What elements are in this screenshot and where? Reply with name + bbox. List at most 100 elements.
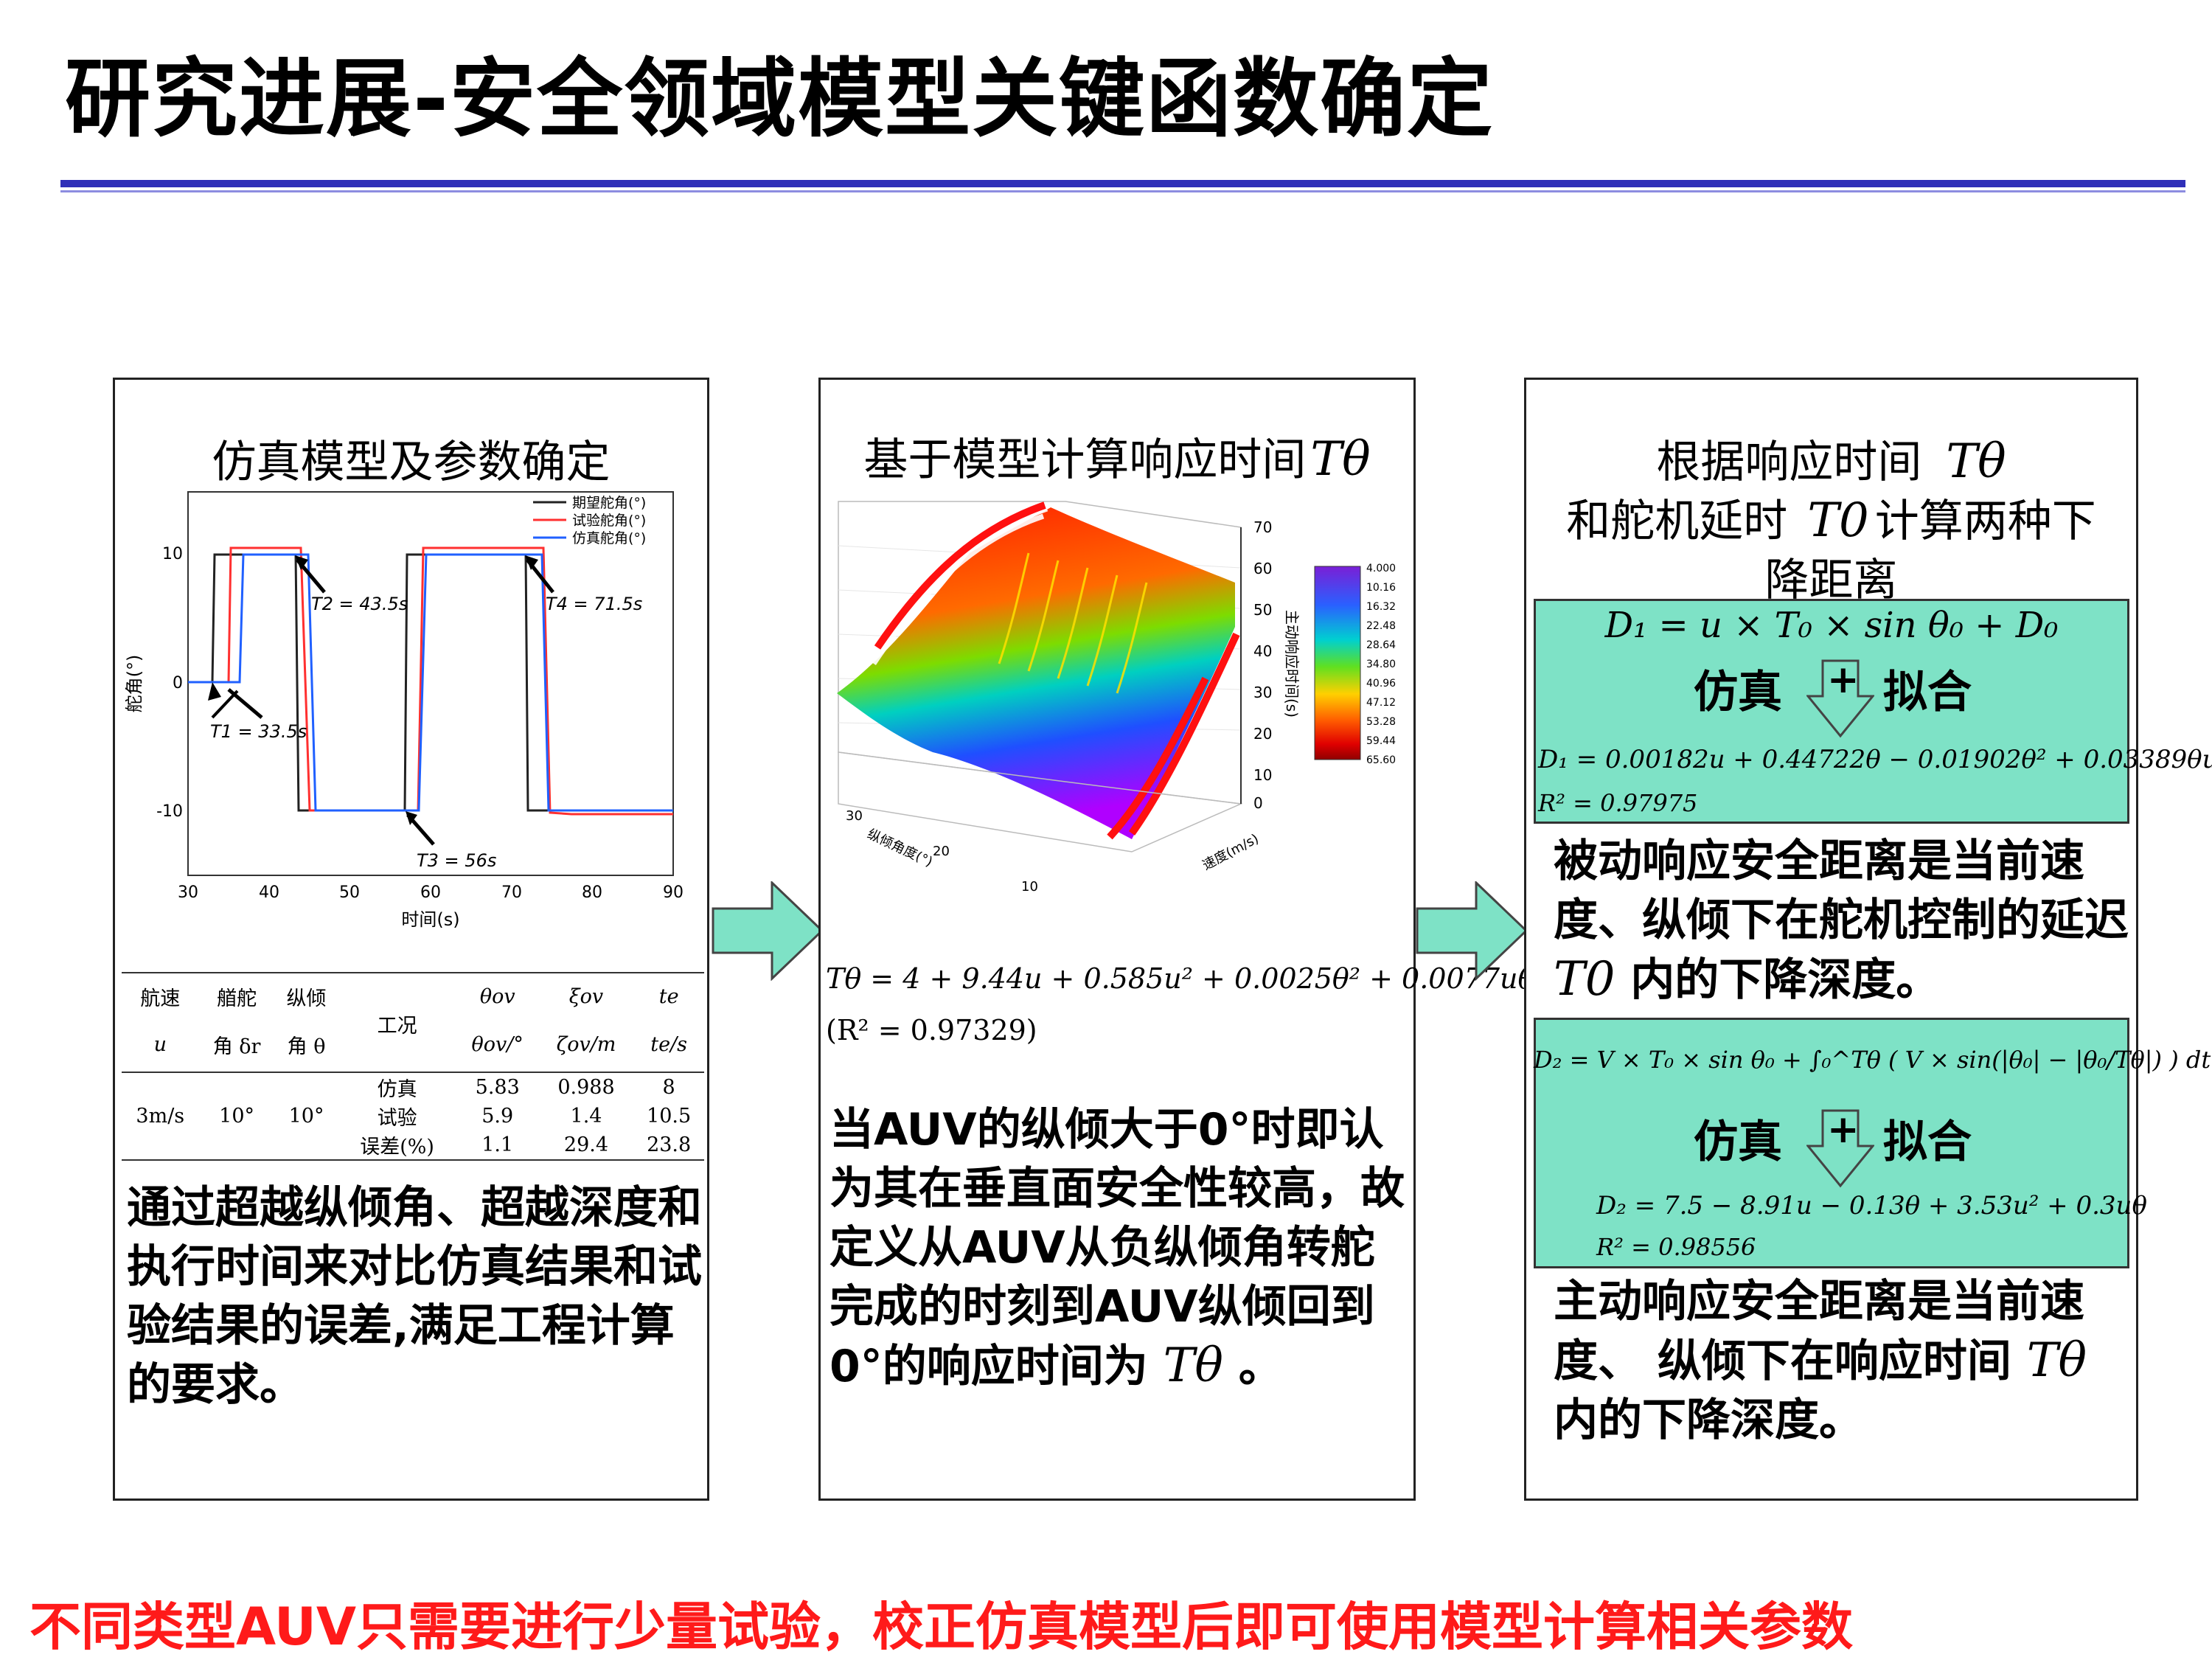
- y-tick-neg10: -10: [156, 802, 183, 821]
- svg-text:T1 = 33.5s: T1 = 33.5s: [210, 721, 307, 742]
- active-fit-label-row: 仿真 + 拟合: [1534, 1106, 2129, 1188]
- legend-expected: 期望舵角(°): [572, 495, 646, 511]
- panel1-title: 仿真模型及参数确定: [212, 437, 611, 488]
- x-tick: 60: [420, 883, 441, 902]
- th-speed: 航速: [140, 987, 181, 1010]
- passive-text-end: 内的下降深度。: [1630, 954, 1941, 1006]
- response-time-equation: Tθ = 4 + 9.44u + 0.585u² + 0.0025θ² + 0.…: [826, 962, 1535, 995]
- annotation-t2: T2 = 43.5s: [295, 555, 408, 614]
- x-tick: 30: [846, 808, 863, 824]
- y-axis-label: 速度(m/s): [1200, 831, 1261, 874]
- cell-pitch: 10°: [288, 1105, 324, 1128]
- y-tick-0: 0: [173, 674, 183, 692]
- title-divider-thin: [60, 190, 2185, 192]
- th-pitch-sub: 角 θ: [287, 1035, 326, 1058]
- x-tick: 20: [933, 844, 950, 859]
- table-cell: 1.1: [481, 1133, 514, 1156]
- surface-floor: [838, 751, 1243, 852]
- x-tick: 30: [178, 883, 198, 902]
- th-xi-sub: ζov/m: [556, 1032, 616, 1056]
- colorbar: [1314, 566, 1361, 760]
- th-rudder-sub: 角 δr: [212, 1035, 261, 1058]
- table-cell: 仿真: [377, 1078, 417, 1101]
- active-description: 主动响应安全距离是当前速度、 纵倾下在响应时间 Tθ内的下降深度。: [1554, 1272, 2129, 1450]
- table-cell: 5.9: [481, 1105, 514, 1128]
- panel2-text: 当AUV的纵倾大于0°时即认为其在垂直面安全性较高，故定义从AUV从负纵倾角转舵…: [830, 1104, 1405, 1392]
- label-simulation: 仿真: [1694, 1116, 1782, 1168]
- cell-rudder: 10°: [219, 1105, 254, 1128]
- x-axis-label: 时间(s): [401, 909, 459, 930]
- annotation-t1: T1 = 33.5s: [208, 682, 307, 742]
- panel-descent-distance: [1524, 378, 2138, 1501]
- z-tick: 20: [1253, 725, 1272, 743]
- svg-text:T2 = 43.5s: T2 = 43.5s: [311, 594, 408, 614]
- panel2-description: 当AUV的纵倾大于0°时即认为其在垂直面安全性较高，故定义从AUV从负纵倾角转舵…: [830, 1100, 1405, 1396]
- th-theta-sub: θov/°: [471, 1032, 524, 1056]
- label-fit: 拟合: [1883, 1116, 1972, 1168]
- passive-fit-r2: R² = 0.97975: [1538, 789, 1698, 817]
- panel2-title-text: 基于模型计算响应时间: [863, 434, 1307, 486]
- colorbar-tick: 47.12: [1366, 697, 1396, 709]
- panel3-title-symbol-ttheta: Tθ: [1946, 434, 2006, 489]
- panel2-title-symbol: Tθ: [1310, 432, 1371, 487]
- table-cell: 5.83: [475, 1076, 520, 1099]
- panel3-title-text2a: 和舵机延时: [1566, 496, 1788, 547]
- passive-distance-equation: D₁ = u × T₀ × sin θ₀ + D₀: [1604, 605, 2059, 646]
- series-simulation: [188, 553, 673, 812]
- response-time-3d-surface: 70 60 50 40 30 20 10 0 主动响应时间(s) 4.000 1…: [837, 501, 1396, 895]
- title-divider: [60, 180, 2185, 187]
- passive-text: 被动响应安全距离是当前速度、纵倾下在舵机控制的延迟: [1554, 836, 2129, 946]
- table-cell: 0.988: [557, 1076, 615, 1099]
- down-arrow-plus-icon: [1806, 1109, 1874, 1188]
- active-fit-equation: D₂ = 7.5 − 8.91u − 0.13θ + 3.53u² + 0.3u…: [1596, 1191, 2147, 1220]
- z-tick: 50: [1253, 601, 1272, 619]
- colorbar-tick: 4.000: [1366, 563, 1396, 574]
- colorbar-tick: 22.48: [1366, 620, 1396, 632]
- footer-conclusion: 不同类型AUV只需要进行少量试验，校正仿真模型后即可使用模型计算相关参数: [29, 1597, 1854, 1657]
- z-tick: 30: [1253, 684, 1272, 701]
- down-arrow-plus-icon: [1806, 659, 1874, 738]
- chart-legend: 期望舵角(°) 试验舵角(°) 仿真舵角(°): [533, 495, 646, 546]
- svg-text:T4 = 71.5s: T4 = 71.5s: [546, 594, 642, 614]
- colorbar-tick: 10.16: [1366, 582, 1396, 594]
- parameter-table: 航速 艏舵 纵倾 工况 θov ξov te u 角 δr 角 θ θov/° …: [122, 972, 704, 1161]
- x-tick: 80: [582, 883, 602, 902]
- th-condition: 工况: [377, 1015, 417, 1038]
- annotation-t4: T4 = 71.5s: [525, 555, 642, 614]
- cell-speed: 3m/s: [136, 1105, 185, 1128]
- x-tick: 40: [259, 883, 279, 902]
- colorbar-tick: 34.80: [1366, 659, 1396, 670]
- active-distance-equation: D₂ = V × T₀ × sin θ₀ + ∫₀^Tθ ( V × sin(|…: [1534, 1046, 2212, 1074]
- passive-fit-equation: D₁ = 0.00182u + 0.44722θ − 0.01902θ² + 0…: [1538, 745, 2212, 774]
- page-title: 研究进展-安全领域模型关键函数确定: [65, 49, 1495, 149]
- colorbar-tick: 40.96: [1366, 678, 1396, 690]
- panel3-title-text2b: 计算两种下: [1874, 496, 2096, 547]
- z-tick: 10: [1253, 766, 1272, 784]
- colorbar-tick: 59.44: [1366, 735, 1396, 747]
- panel3-title-symbol-t0: T0: [1807, 493, 1869, 548]
- colorbar-tick: 53.28: [1366, 716, 1396, 728]
- table-cell: 23.8: [647, 1133, 692, 1156]
- panel2-text-symbol: Tθ: [1163, 1338, 1223, 1393]
- y-tick-10: 10: [162, 545, 183, 563]
- passive-text-symbol: T0: [1554, 952, 1615, 1007]
- active-text-symbol: Tθ: [2026, 1333, 2087, 1388]
- plus-sign: +: [1827, 658, 1860, 702]
- y-axis-label: 舵角(°): [124, 655, 145, 713]
- flow-arrow-icon: [712, 881, 824, 981]
- label-simulation: 仿真: [1694, 667, 1782, 718]
- active-text: 主动响应安全距离是当前速度、 纵倾下在响应时间: [1554, 1276, 2084, 1387]
- z-tick: 60: [1253, 560, 1272, 577]
- svg-text:T3 = 56s: T3 = 56s: [417, 850, 496, 871]
- passive-fit-label-row: 仿真 + 拟合: [1534, 656, 2129, 738]
- label-fit: 拟合: [1883, 667, 1972, 718]
- th-te: te: [658, 985, 679, 1008]
- legend-test: 试验舵角(°): [572, 513, 646, 529]
- table-cell: 误差(%): [360, 1136, 434, 1159]
- plus-sign: +: [1827, 1108, 1860, 1152]
- panel2-title: 基于模型计算响应时间Tθ: [818, 424, 1416, 488]
- series-test: [188, 546, 673, 816]
- flow-arrow-icon: [1416, 881, 1528, 981]
- rudder-angle-chart: 10 0 -10 30 40 50 60 70 80 90 时间(s) 舵角(°…: [124, 491, 684, 930]
